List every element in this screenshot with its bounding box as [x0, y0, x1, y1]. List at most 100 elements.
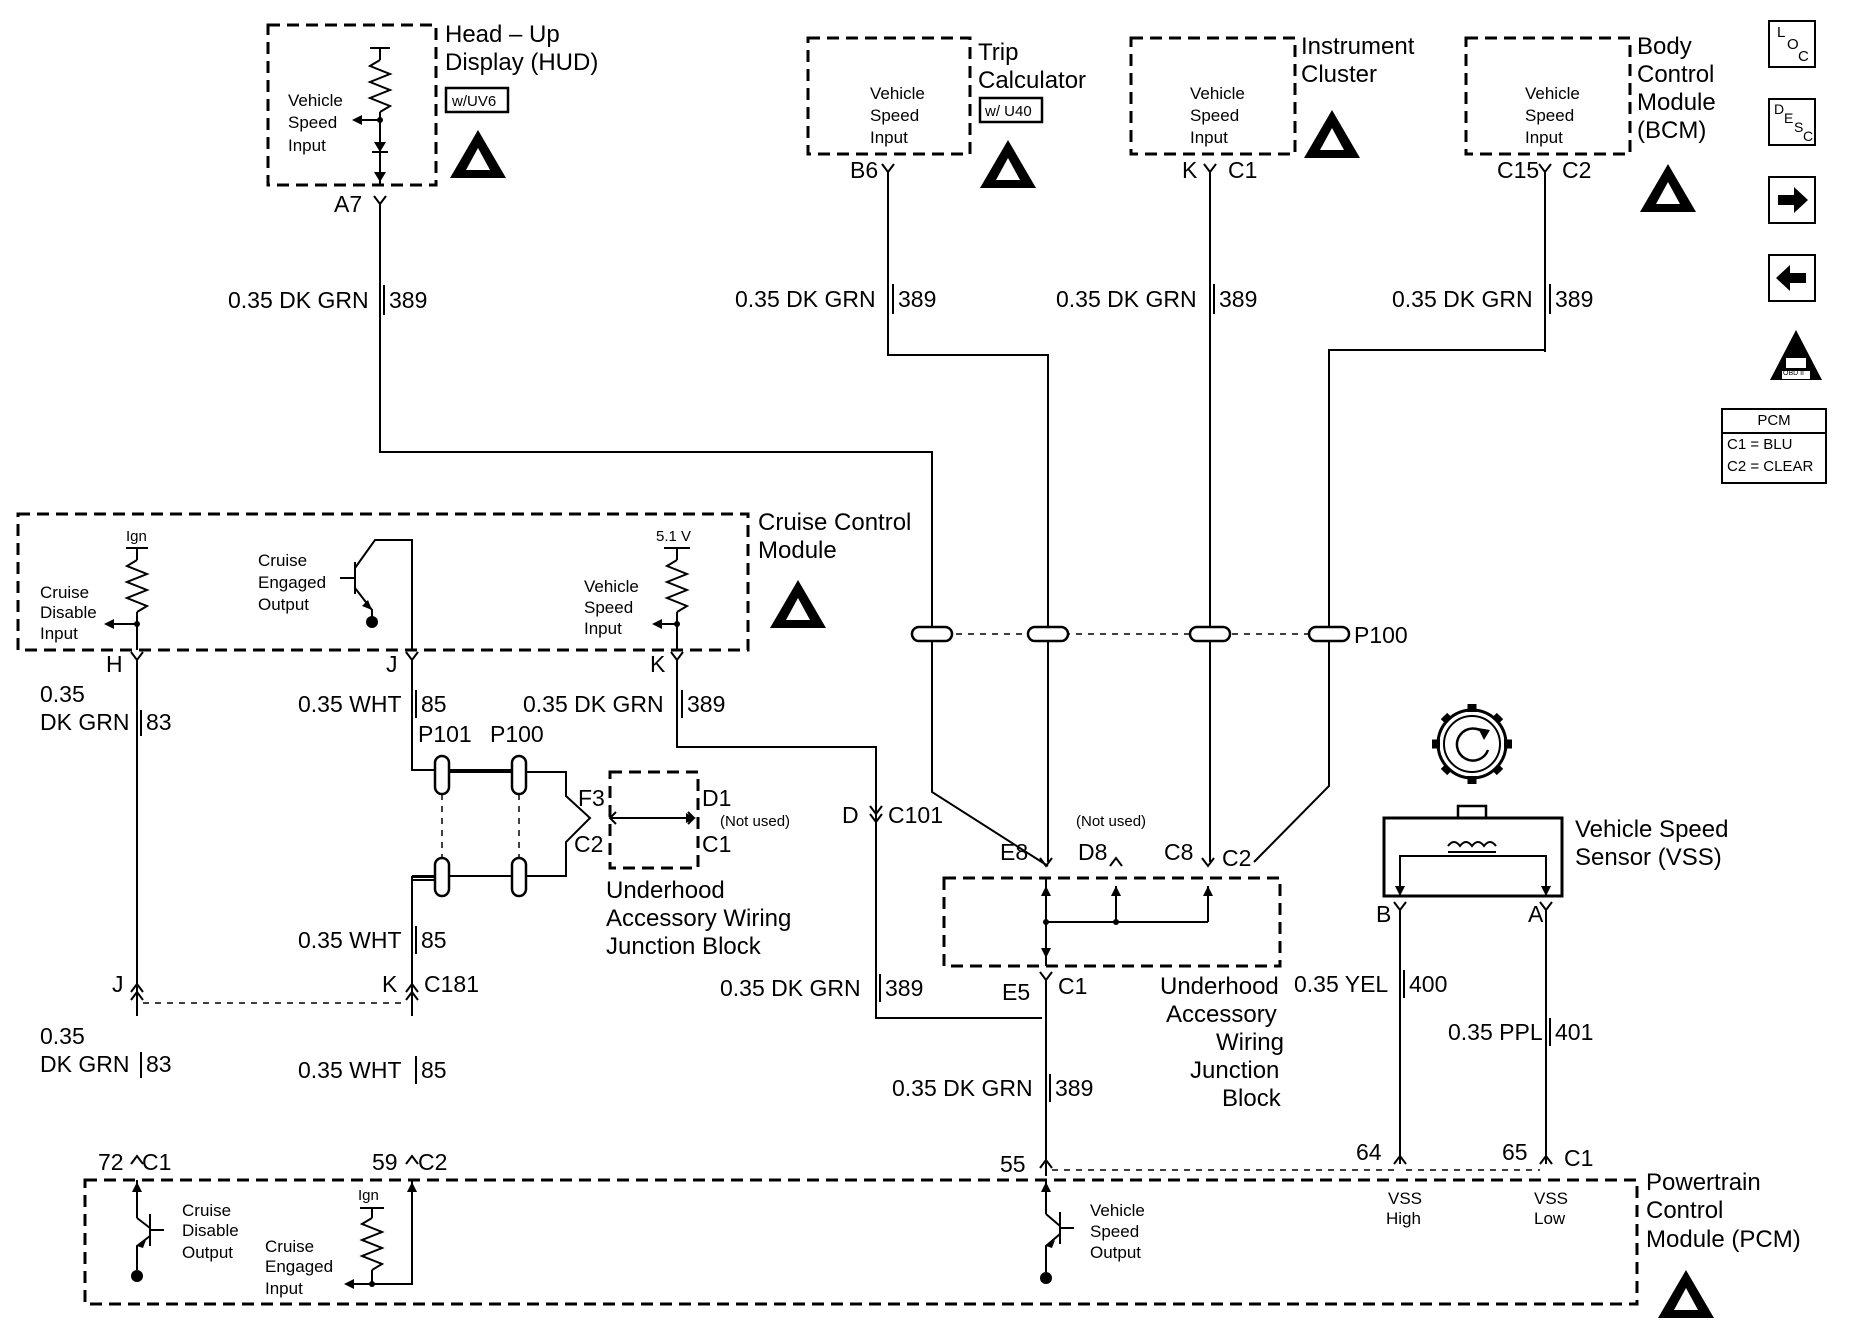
- svg-text:Vehicle Speed: Vehicle Speed: [1575, 816, 1728, 843]
- svg-text:83: 83: [146, 1051, 172, 1077]
- vehicle-speed-sensor: Vehicle Speed Sensor (VSS) B A: [1376, 704, 1728, 927]
- svg-text:D8: D8: [1078, 839, 1107, 865]
- c101-connector: D C101: [842, 802, 943, 828]
- svg-text:0.35 DK GRN: 0.35 DK GRN: [892, 1075, 1033, 1101]
- svg-text:C1: C1: [1564, 1145, 1593, 1171]
- trip-calculator-module: Trip Calculator w/ U40 Vehicle Speed Inp…: [806, 36, 1086, 183]
- top-wires: [379, 172, 1546, 867]
- arrow-right-icon: [1778, 187, 1808, 213]
- svg-text:C1: C1: [142, 1149, 171, 1175]
- svg-text:0.35: 0.35: [40, 1023, 85, 1049]
- hud-module: Head – Up Display (HUD) w/UV6 Vehicle Sp…: [266, 21, 598, 217]
- svg-text:389: 389: [1219, 286, 1257, 312]
- svg-text:0.35 WHT: 0.35 WHT: [298, 927, 402, 953]
- svg-text:B: B: [1376, 901, 1391, 927]
- svg-text:Vehicle: Vehicle: [1190, 84, 1245, 103]
- svg-text:K: K: [382, 971, 398, 997]
- svg-text:Input: Input: [870, 128, 908, 147]
- svg-text:F3: F3: [578, 785, 605, 811]
- svg-text:E5: E5: [1002, 979, 1030, 1005]
- svg-text:Vehicle: Vehicle: [584, 577, 639, 596]
- trip-option-badge: [978, 96, 1044, 124]
- svg-text:0.35: 0.35: [40, 681, 85, 707]
- svg-text:Engaged: Engaged: [258, 573, 326, 592]
- legend-c1: C1 = BLU: [1727, 436, 1793, 453]
- svg-text:389: 389: [885, 975, 923, 1001]
- prev-arrow-button[interactable]: [1768, 254, 1816, 302]
- obd-ii-badge[interactable]: OBD II: [1768, 328, 1824, 386]
- svg-text:C8: C8: [1164, 839, 1193, 865]
- loc-button[interactable]: L O C: [1768, 20, 1816, 68]
- svg-text:389: 389: [1555, 286, 1593, 312]
- svg-text:DK GRN: DK GRN: [40, 1051, 129, 1077]
- svg-text:High: High: [1386, 1209, 1421, 1228]
- svg-text:C101: C101: [888, 802, 943, 828]
- svg-text:Cruise: Cruise: [258, 551, 307, 570]
- svg-text:389: 389: [898, 286, 936, 312]
- svg-text:389: 389: [1055, 1075, 1093, 1101]
- instrument-cluster-module: Instrument Cluster Vehicle Speed Input K…: [1129, 33, 1415, 183]
- svg-text:w/ U40: w/ U40: [984, 103, 1032, 120]
- svg-text:C181: C181: [424, 971, 479, 997]
- svg-text:Control: Control: [1637, 61, 1714, 88]
- svg-text:Calculator: Calculator: [978, 67, 1086, 94]
- svg-text:P100: P100: [1354, 622, 1408, 648]
- svg-text:83: 83: [146, 709, 172, 735]
- svg-text:Output: Output: [1090, 1243, 1141, 1262]
- obd-warning-icon: [1770, 330, 1822, 380]
- esd-icon: [1304, 110, 1360, 158]
- legend-c2: C2 = CLEAR: [1727, 458, 1814, 475]
- svg-text:389: 389: [389, 287, 427, 313]
- svg-text:0.35 PPL: 0.35 PPL: [1448, 1019, 1543, 1045]
- svg-text:0.35 DK GRN: 0.35 DK GRN: [1056, 286, 1197, 312]
- svg-text:Input: Input: [1525, 128, 1563, 147]
- svg-text:K: K: [650, 651, 666, 677]
- svg-text:65: 65: [1502, 1139, 1528, 1165]
- svg-text:C15: C15: [1497, 157, 1539, 183]
- svg-text:401: 401: [1555, 1019, 1593, 1045]
- svg-text:Control: Control: [1646, 1197, 1723, 1224]
- svg-text:Cruise Control: Cruise Control: [758, 509, 911, 536]
- svg-text:C2: C2: [1222, 845, 1251, 871]
- svg-text:K: K: [1182, 157, 1198, 183]
- svg-text:J: J: [386, 651, 398, 677]
- svg-text:Speed: Speed: [870, 106, 919, 125]
- svg-text:Disable: Disable: [182, 1221, 239, 1240]
- svg-text:VSS: VSS: [1388, 1189, 1422, 1208]
- svg-text:0.35 DK GRN: 0.35 DK GRN: [523, 691, 664, 717]
- svg-text:C1: C1: [1058, 973, 1087, 999]
- large-junction-block: E8 (Not used) D8 C8 C2 E5 C1 Underhood A…: [942, 813, 1284, 1112]
- svg-text:Module: Module: [758, 537, 837, 564]
- svg-text:0.35 DK GRN: 0.35 DK GRN: [720, 975, 861, 1001]
- arrow-left-icon: [1776, 265, 1806, 291]
- svg-text:0.35 YEL: 0.35 YEL: [1294, 971, 1388, 997]
- svg-text:Speed: Speed: [288, 113, 337, 132]
- svg-text:Input: Input: [584, 619, 622, 638]
- svg-text:0.35 WHT: 0.35 WHT: [298, 691, 402, 717]
- svg-text:55: 55: [1000, 1151, 1026, 1177]
- svg-text:0.35 DK GRN: 0.35 DK GRN: [1392, 286, 1533, 312]
- svg-text:Head – Up: Head – Up: [445, 21, 560, 48]
- svg-text:0.35 WHT: 0.35 WHT: [298, 1057, 402, 1083]
- svg-text:P100: P100: [490, 721, 544, 747]
- desc-button[interactable]: D E S C: [1768, 98, 1816, 146]
- svg-text:0.35 DK GRN: 0.35 DK GRN: [228, 287, 369, 313]
- hud-option-badge: [444, 86, 510, 114]
- svg-text:Speed: Speed: [1525, 106, 1574, 125]
- svg-text:C2: C2: [574, 831, 603, 857]
- top-connector-marks: [373, 163, 1552, 206]
- svg-text:Module: Module: [1637, 89, 1716, 116]
- svg-text:Speed: Speed: [1090, 1222, 1139, 1241]
- svg-text:Underhood: Underhood: [1160, 973, 1279, 1000]
- svg-text:Accessory Wiring: Accessory Wiring: [606, 905, 791, 932]
- svg-text:C1: C1: [702, 831, 731, 857]
- svg-text:Ign: Ign: [126, 528, 147, 545]
- svg-text:Cruise: Cruise: [40, 583, 89, 602]
- svg-text:Sensor (VSS): Sensor (VSS): [1575, 844, 1722, 871]
- esd-icon: [450, 130, 506, 178]
- svg-text:72: 72: [98, 1149, 124, 1175]
- svg-text:VSS: VSS: [1534, 1189, 1568, 1208]
- next-arrow-button[interactable]: [1768, 176, 1816, 224]
